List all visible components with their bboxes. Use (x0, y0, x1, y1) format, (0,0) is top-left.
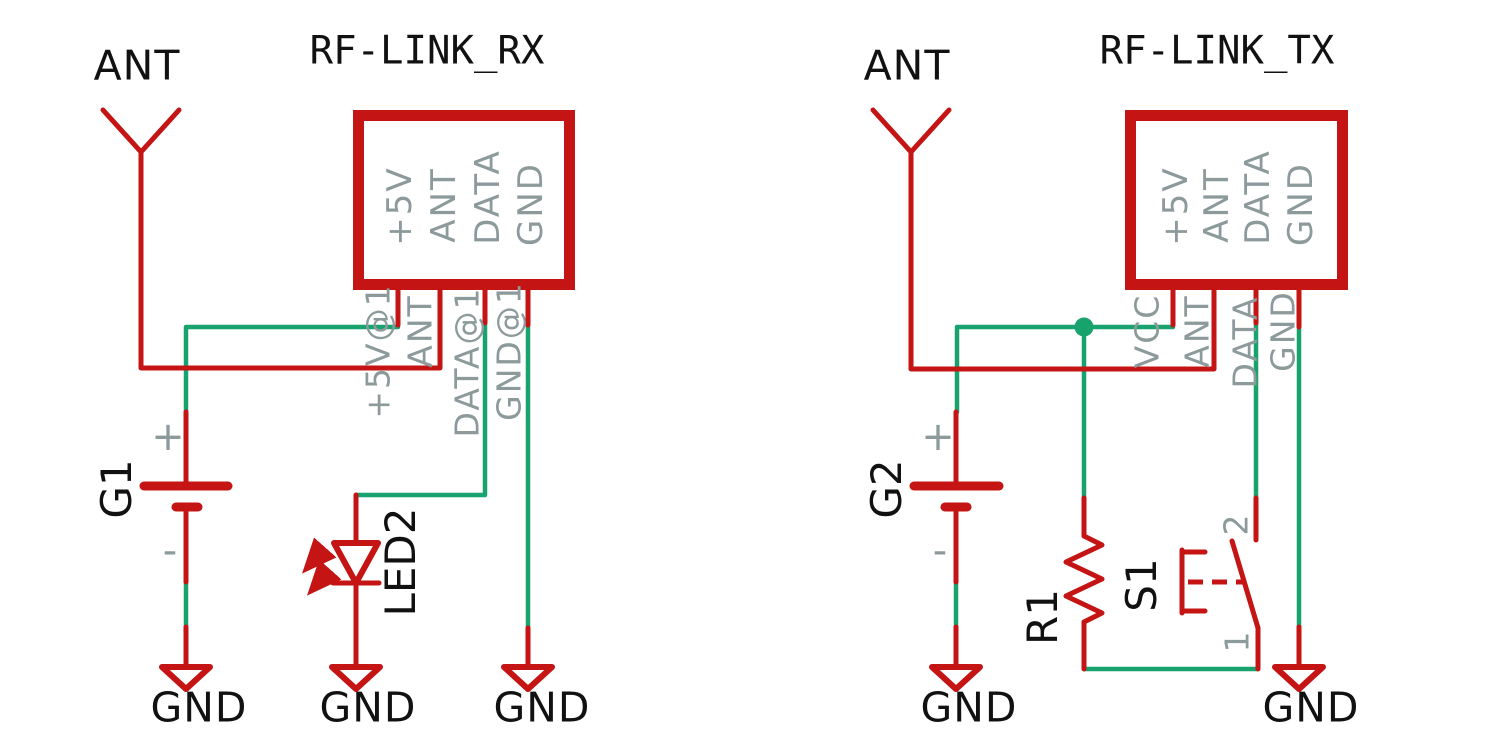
switch-s1-actuator[interactable] (1179, 547, 1208, 616)
battery-g1-minus-sign: - (162, 528, 178, 574)
tx-module-pin-name-data: DATA (1238, 149, 1278, 245)
gnd-label-rx: GND (493, 683, 591, 732)
gnd-label-tx: GND (1262, 683, 1360, 732)
tx-net-label-ant: ANT (1177, 294, 1217, 368)
tx-vcc-junction-dot[interactable] (1074, 317, 1094, 337)
switch-s1-lever[interactable] (1229, 538, 1261, 631)
rx-plus5v-net-wire[interactable] (183, 324, 401, 415)
tx-vcc-net-wire[interactable] (954, 324, 1176, 415)
led2-triangle[interactable] (331, 540, 381, 586)
tx-module-title: RF-LINK_TX (1099, 28, 1335, 74)
gnd-label-led: GND (319, 683, 417, 732)
led2-emission-arrow-2 (307, 559, 342, 596)
gnd-label-g1: GND (150, 683, 248, 732)
rx-net-label-ant: ANT (400, 294, 440, 368)
battery-g2-ref: G2 (862, 459, 911, 519)
gnd-symbol-g1[interactable] (159, 664, 213, 692)
switch-s1-pin1-number: 1 (1217, 629, 1257, 653)
gnd-symbol-tx[interactable] (1272, 664, 1326, 692)
tx-module-pin-name-ant: ANT (1197, 167, 1237, 243)
tx-net-label-vcc: VCC (1127, 293, 1167, 369)
rx-module-pin-name-5v: +5V (380, 166, 420, 246)
battery-g1-ref: G1 (92, 459, 141, 519)
rx-module-body[interactable] (353, 110, 575, 290)
battery-g2-minus-sign: - (932, 528, 948, 574)
rx-module-title: RF-LINK_RX (309, 28, 545, 74)
tx-module-pin-name-5v: +5V (1156, 166, 1196, 246)
rx-net-label-gnd: GND@1 (489, 281, 529, 421)
tx-net-label-gnd: GND (1263, 290, 1303, 372)
gnd-symbol-led2[interactable] (329, 664, 383, 692)
rx-net-label-5v: +5V@1 (358, 283, 398, 419)
battery-g1-plus-sign: + (151, 414, 185, 460)
gnd-symbol-g2[interactable] (929, 664, 983, 692)
tx-module-pin-name-gnd: GND (1281, 162, 1321, 246)
tx-antenna-symbol[interactable] (870, 107, 1217, 372)
resistor-r1-zigzag[interactable] (1063, 533, 1105, 625)
gnd-label-g2: GND (920, 683, 1018, 732)
led2-ref: LED2 (376, 507, 425, 617)
resistor-r1-ref: R1 (1018, 589, 1067, 645)
rx-module-pin-name-ant: ANT (424, 167, 464, 243)
gnd-symbol-rx[interactable] (501, 664, 555, 692)
rx-module-pin-name-gnd: GND (511, 162, 551, 246)
rx-data-net-wire[interactable] (353, 320, 488, 498)
rx-antenna-label: ANT (93, 41, 181, 90)
battery-g2-plus-sign: + (921, 414, 955, 460)
rx-antenna-symbol[interactable] (100, 107, 443, 371)
switch-s1-ref: S1 (1117, 558, 1166, 612)
tx-antenna-label: ANT (863, 41, 951, 90)
rx-net-label-data: DATA@1 (447, 286, 487, 438)
rx-module-pin-name-data: DATA (468, 149, 508, 245)
led2-emission-arrow-1 (302, 537, 337, 574)
tx-net-label-data: DATA (1225, 295, 1265, 389)
switch-s1-pin2-number: 2 (1216, 512, 1256, 536)
tx-module-body[interactable] (1125, 110, 1348, 290)
